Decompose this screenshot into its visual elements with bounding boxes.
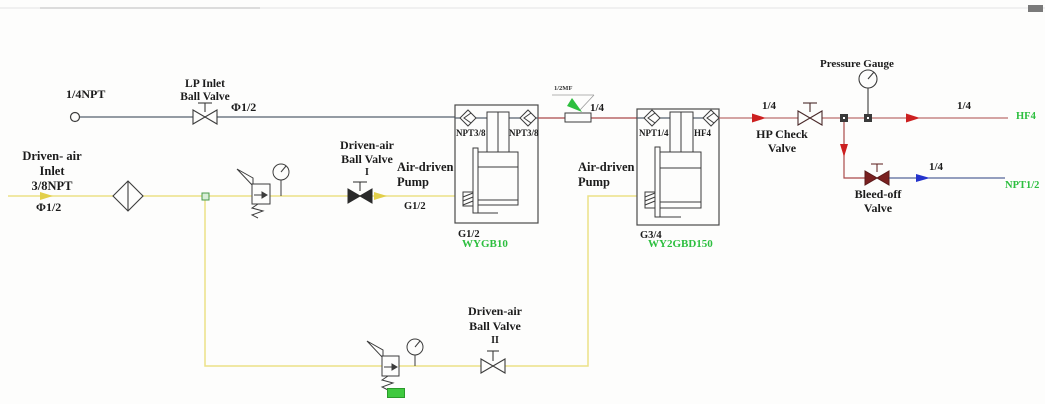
interstage-note-label: 1/2MF [554, 85, 573, 92]
hp-check-valve-line1: HP Check [756, 127, 808, 141]
driven-air-size-label: Φ1/2 [36, 200, 62, 214]
lp-inlet-port-icon [69, 111, 81, 123]
driven-air-inlet-label: Driven- air Inlet 3/8NPT [2, 149, 102, 194]
outlet-port-label: HF4 [1016, 111, 1036, 122]
pump2-model-label: WY2GBD150 [648, 238, 713, 250]
ball-valve-1-line2: Ball Valve [341, 152, 393, 166]
regulator-2-gauge-icon [406, 338, 424, 366]
drive-arrow-2 [374, 192, 387, 200]
bleed-off-valve-icon [864, 163, 890, 186]
pump2-port-right-label: HF4 [694, 128, 711, 138]
ball-valve-2-numeral: II [491, 335, 499, 346]
regulator-2-badge [387, 388, 405, 398]
lp-size-label: Φ1/2 [231, 100, 257, 114]
pump2-name-label: Air-driven Pump [578, 160, 634, 190]
pump1-model-label: WYGB10 [462, 238, 508, 250]
leader-arrow-icon [567, 98, 582, 112]
bleed-branch-line [840, 122, 865, 179]
bleed-size-label: 1/4 [929, 161, 944, 173]
hp-junctions [840, 114, 872, 122]
air-filter-icon [112, 180, 144, 212]
bleed-off-line1: Bleed-off [854, 187, 902, 201]
hp-check-valve-icon [797, 102, 823, 126]
pump1-port-left-label: NPT3/8 [456, 128, 486, 138]
hp-outlet-line [719, 113, 1008, 123]
bleed-outlet-line [889, 174, 1005, 182]
regulator-gauge-icon [272, 163, 290, 196]
bleed-port-label: NPT1/2 [1005, 180, 1040, 191]
drive-air-lines [8, 195, 648, 367]
interstage-size-label: 1/4 [590, 102, 605, 114]
driven-air-ball-valve-2-icon [480, 350, 506, 374]
outlet-size-label-1: 1/4 [762, 100, 777, 112]
driven-air-inlet-line2: Inlet [39, 164, 65, 178]
pressure-gauge-icon [858, 69, 878, 114]
tee-junction-icon [201, 192, 210, 201]
outlet-size-label-2: 1/4 [957, 100, 972, 112]
ball-valve-2-line1: Driven-air [468, 304, 522, 318]
hp-check-valve-label: HP Check Valve [750, 127, 814, 155]
pump2-port-left-label: NPT1/4 [639, 128, 669, 138]
pump1-bottom-port-label: G1/2 [458, 229, 480, 240]
driven-air-inlet-line1: Driven- air [22, 149, 82, 163]
lp-inlet-ball-valve-icon [192, 102, 218, 125]
pump2-name-line2: Pump [578, 175, 610, 189]
bleed-off-valve-label: Bleed-off Valve [846, 187, 910, 215]
pump1-name-line1: Air-driven [397, 160, 454, 174]
ball-valve-2-line2: Ball Valve [469, 319, 521, 333]
lp-supply-line [69, 111, 455, 123]
pump1-name-line2: Pump [397, 175, 429, 189]
ball-valve-2-label: Driven-air Ball Valve [454, 304, 536, 334]
drive-arrow-1 [40, 192, 53, 200]
hp-check-valve-line2: Valve [767, 140, 797, 155]
lp-valve-label-line2: Ball Valve [180, 91, 230, 103]
pump2-name-line1: Air-driven [578, 160, 635, 174]
pump2-bottom-port-label: G3/4 [640, 230, 662, 241]
bleed-off-line2: Valve [863, 201, 893, 215]
ball-valve-1-label: Driven-air Ball Valve [326, 138, 408, 166]
driven-air-inlet-line3: 3/8NPT [31, 179, 73, 193]
pressure-gauge-label: Pressure Gauge [820, 58, 894, 70]
ball-valve-1-line1: Driven-air [340, 138, 394, 152]
lp-valve-label-line1: LP Inlet [185, 78, 225, 90]
driven-air-ball-valve-1-icon [347, 181, 373, 204]
pump1-port-right-label: NPT3/8 [509, 128, 539, 138]
air-regulator-2-icon [366, 340, 400, 391]
lp-valve-label: LP Inlet Ball Valve [165, 78, 245, 104]
ball-valve-1-numeral: I [365, 167, 369, 178]
air-regulator-icon [236, 168, 271, 219]
corner-artifact [1028, 5, 1043, 12]
interstage-line [538, 94, 637, 123]
pump2-icon [636, 108, 720, 226]
pump1-name-label: Air-driven Pump [397, 160, 453, 190]
pump1-icon [454, 104, 539, 224]
pump1-drive-size-label: G1/2 [404, 201, 426, 212]
inline-component-icon [564, 112, 592, 123]
lp-port-label: 1/4NPT [66, 87, 106, 101]
